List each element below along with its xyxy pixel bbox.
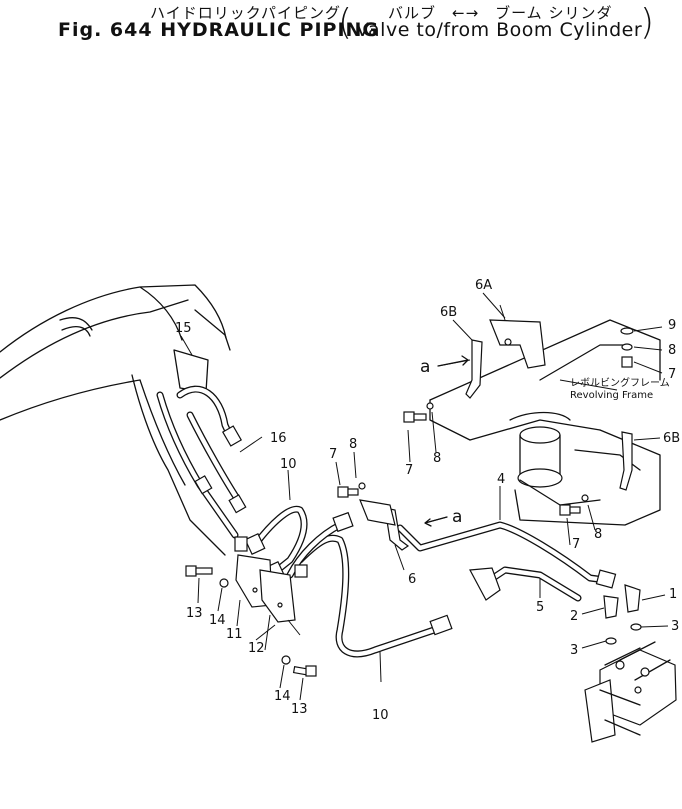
label-14-left: 14 [209,613,226,628]
figure-title: ハイドロリックパイピング ( バルブ ←→ ブーム シリンダ Fig. 644 … [0,0,682,48]
control-valve [584,641,677,743]
label-8-right: 8 [668,343,676,358]
label-11: 11 [226,627,243,642]
bracket-6 [359,499,410,551]
title-japanese: ハイドロリックパイピング [150,4,341,22]
fittings [603,584,642,645]
label-13-left: 13 [186,606,203,621]
pipe-4 [396,521,617,589]
open-paren: ( [338,2,353,43]
label-6a: 6A [475,278,492,293]
label-5: 5 [536,600,544,615]
label-3-right: 3 [671,619,679,634]
clamp-plates [235,554,301,651]
leader-lines [180,292,669,701]
reference-arrows [424,355,469,527]
label-12: 12 [248,641,265,656]
label-10-upper: 10 [280,457,297,472]
revolving-frame-jp: レボルビングフレーム [570,376,670,389]
subtitle-japanese: バルブ ←→ ブーム シリンダ [388,4,613,22]
label-6b-top: 6B [440,305,457,320]
label-3-left: 3 [570,643,578,658]
pipe-10-lower [286,511,453,658]
title-english: Fig. 644 HYDRAULIC PIPING [58,19,380,41]
bracket-6a [489,304,546,369]
pipe-5 [469,566,582,602]
bolts-right [337,327,634,516]
label-7-mid: 7 [572,537,580,552]
bracket-6b-right [619,431,633,491]
label-7-center: 7 [405,463,413,478]
subtitle-english: Valve to/from Boom Cylinder [356,19,643,41]
revolving-frame-en: Revolving Frame [570,390,653,401]
label-13-right: 13 [291,702,308,717]
label-8-mid: 8 [594,527,602,542]
revolving-frame [429,319,661,526]
label-6b-right: 6B [663,431,680,446]
label-9: 9 [668,318,676,333]
label-1: 1 [669,587,677,602]
label-16: 16 [270,431,287,446]
bolts-left [185,565,317,677]
label-7-left: 7 [329,447,337,462]
boom-structure [0,284,231,556]
label-8-center: 8 [433,451,441,466]
label-8-left: 8 [349,437,357,452]
label-7-right: 7 [668,367,676,382]
label-6: 6 [408,572,416,587]
boom-hoses [156,385,247,539]
label-ref-a-top: a [420,357,430,377]
close-paren: ) [640,2,655,43]
label-2: 2 [570,609,578,624]
label-15: 15 [175,321,192,336]
label-14-right: 14 [274,689,291,704]
bracket-6b-top [465,339,483,399]
label-ref-a-bottom: a [452,507,462,527]
label-4: 4 [497,472,505,487]
label-10-lower: 10 [372,708,389,723]
callout-labels: 15 16 10 8 7 6 4 5 7 8 7 8 6A 6B 6B 9 8 … [175,278,680,723]
